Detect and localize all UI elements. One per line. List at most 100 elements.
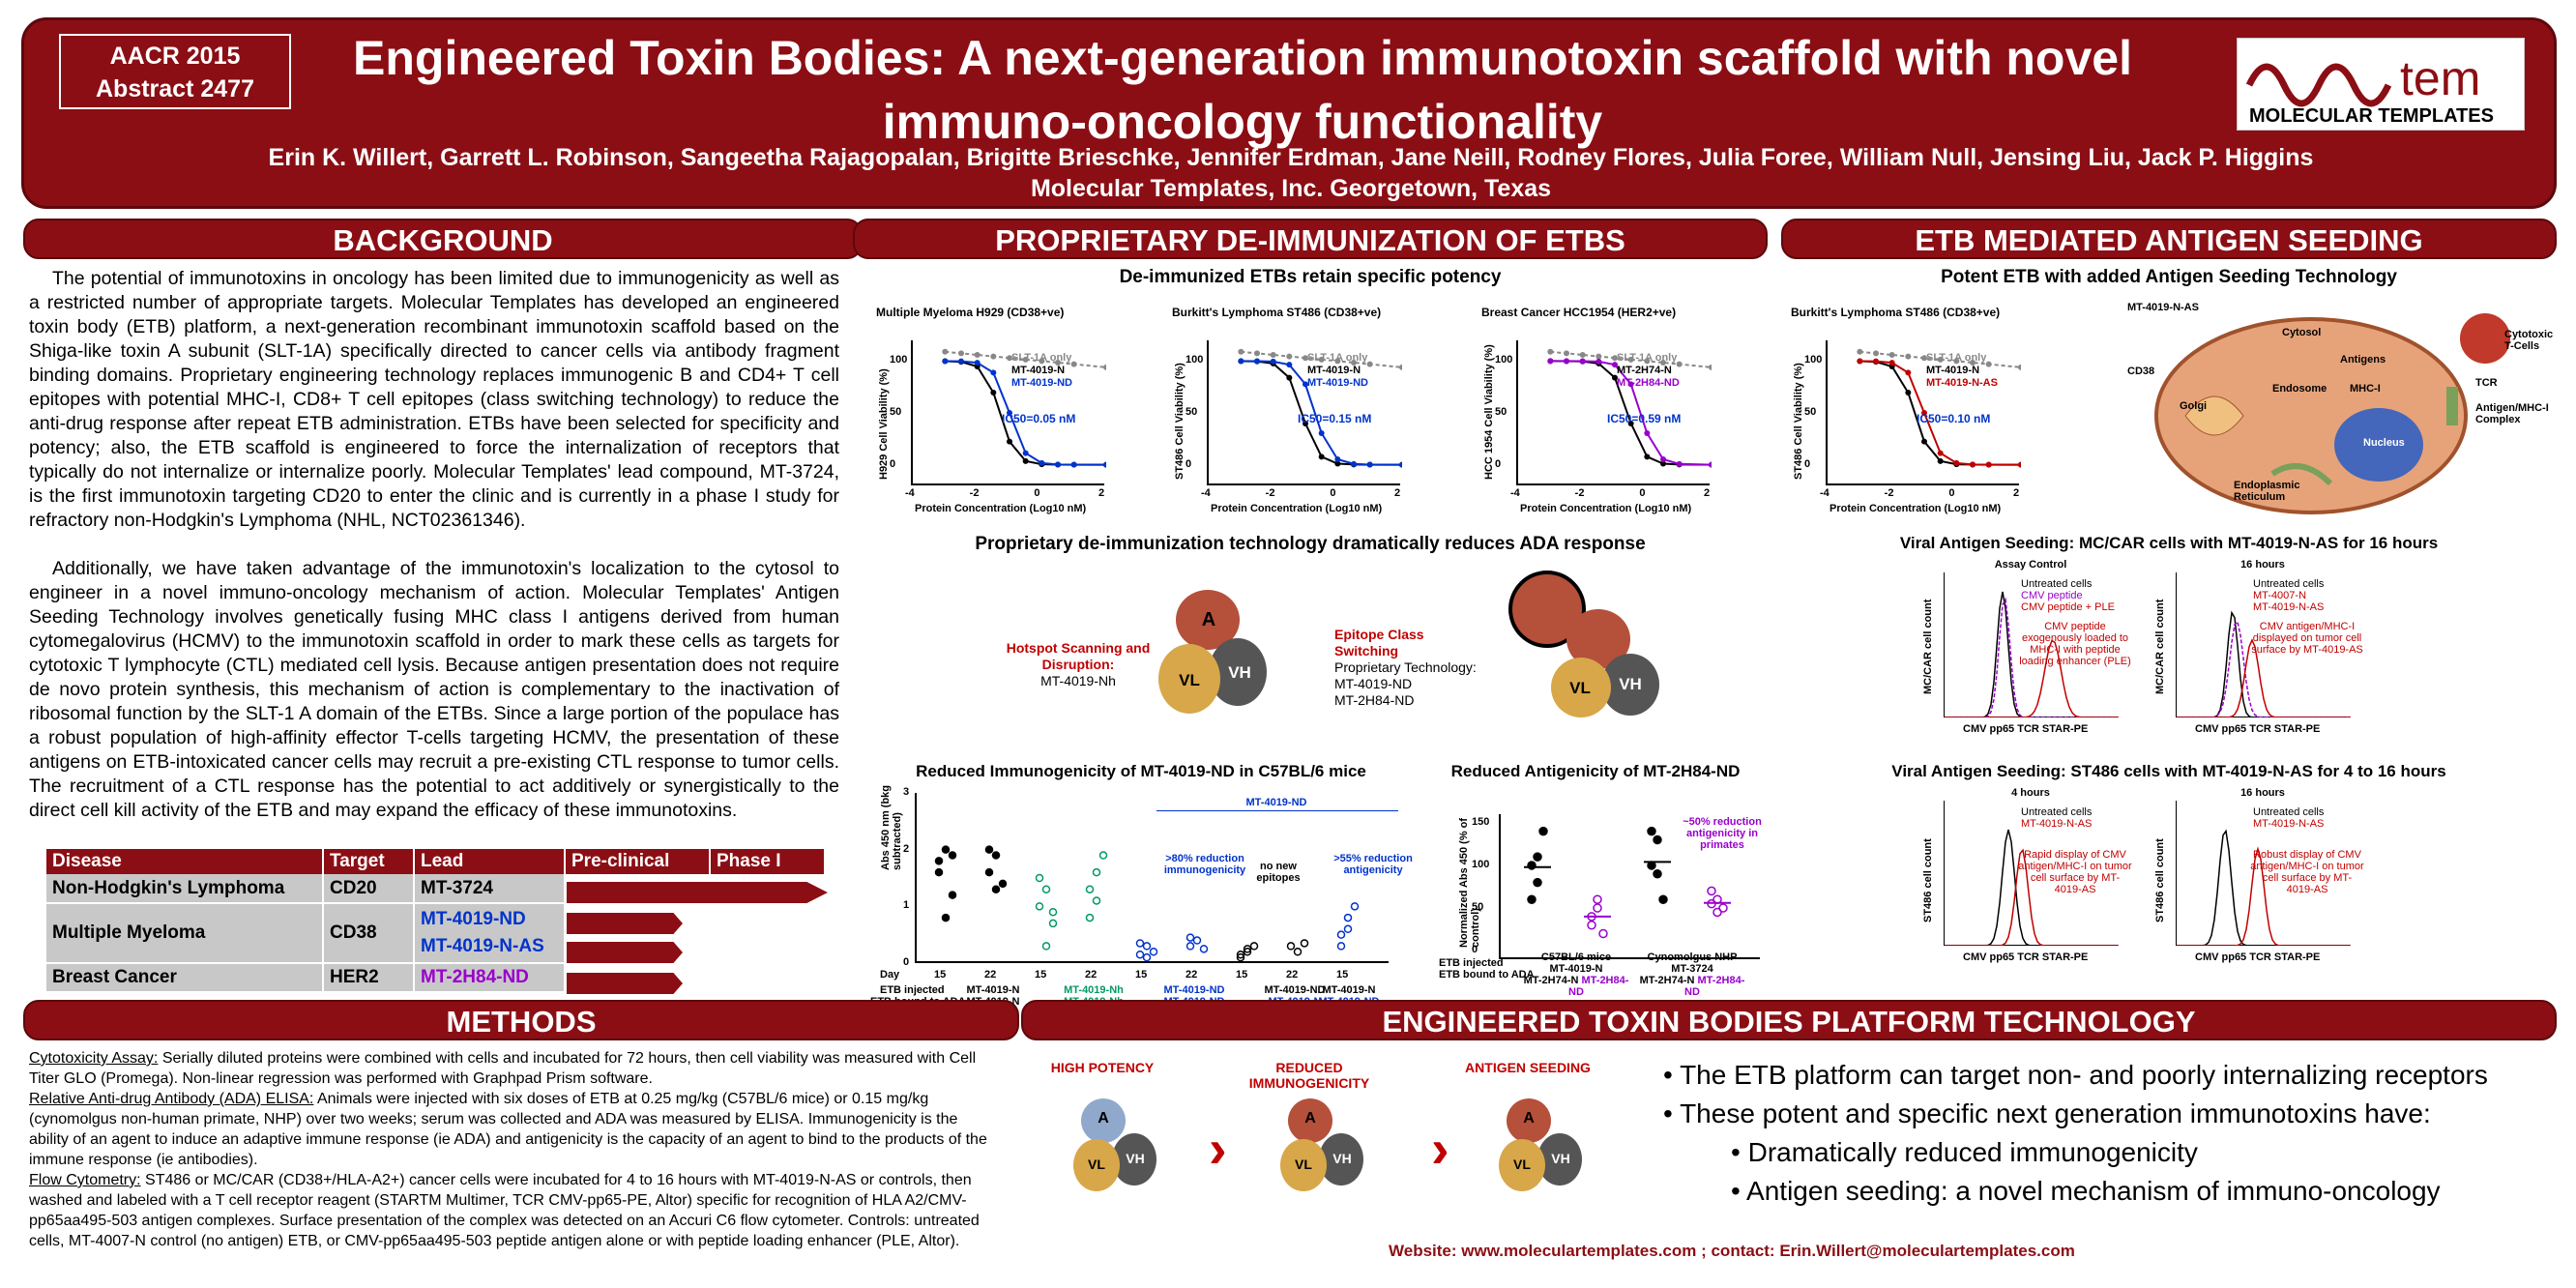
cell-label: MT-4019-N-AS bbox=[2127, 302, 2199, 313]
vh-label: VH bbox=[1228, 663, 1251, 682]
deimm-heading: PROPRIETARY DE-IMMUNIZATION OF ETBS bbox=[853, 219, 1768, 259]
mice-etb-injected: ETB injected bbox=[880, 984, 945, 996]
x-tick: -4 bbox=[905, 487, 915, 499]
ada-point bbox=[1035, 902, 1044, 911]
ada-point bbox=[1048, 907, 1058, 917]
platform-label: ANTIGEN SEEDING bbox=[1465, 1060, 1591, 1075]
nucleus-icon bbox=[2334, 408, 2423, 482]
anti-point bbox=[1593, 894, 1602, 904]
pipeline-target: HER2 bbox=[323, 963, 415, 993]
dose-point bbox=[1399, 461, 1402, 468]
dose-point bbox=[1334, 455, 1341, 462]
ada-point bbox=[1286, 942, 1296, 951]
platform-bullet-3: • Dramatically reduced immunogenicity bbox=[1731, 1137, 2198, 1167]
dose-point bbox=[1660, 460, 1666, 467]
ic50-label: IC50=0.59 nM bbox=[1607, 412, 1682, 425]
pipeline-bar-bc bbox=[567, 973, 683, 994]
vh-domain bbox=[1601, 654, 1659, 716]
a-label: A bbox=[1304, 1110, 1316, 1127]
dose-point bbox=[1857, 348, 1863, 355]
day-tick: 15 bbox=[1135, 969, 1148, 981]
deimm-subtitle-3: Reduced Immunogenicity of MT-4019-ND in … bbox=[916, 762, 1366, 780]
ada-point bbox=[1135, 950, 1145, 959]
ada-point bbox=[1092, 867, 1101, 877]
dose-point bbox=[1254, 350, 1260, 357]
antigenicity-plot bbox=[1499, 814, 1760, 959]
pipeline-header-phase1: Phase I bbox=[710, 849, 826, 874]
pipeline-table: Disease Target Lead Pre-clinical Phase I… bbox=[46, 849, 826, 993]
pipeline-lead-2: MT-4019-N-AS bbox=[421, 936, 544, 956]
hotspot-caption: Hotspot Scanning and Disruption: MT-4019… bbox=[986, 640, 1170, 689]
ada-point bbox=[991, 851, 1001, 860]
flow-title: 16 hours bbox=[2240, 787, 2285, 799]
dose-response-plot bbox=[1826, 340, 2021, 485]
dose-point bbox=[1318, 430, 1325, 437]
x-axis-label: Protein Concentration (Log10 nM) bbox=[1211, 503, 1383, 514]
platform-label: HIGH POTENCY bbox=[1050, 1060, 1155, 1075]
dose-point bbox=[1676, 361, 1683, 367]
anti-group-bound: MT-2H74-N MT-2H84-ND bbox=[1523, 975, 1629, 998]
anti-group-inj: MT-4019-N bbox=[1549, 963, 1603, 975]
x-axis-label: Protein Concentration (Log10 nM) bbox=[915, 503, 1087, 514]
mice-annotation-3: >55% reduction antigenicity bbox=[1333, 853, 1413, 876]
cell-label: Golgi bbox=[2180, 400, 2208, 412]
x-tick: 0 bbox=[1034, 487, 1040, 499]
dose-point bbox=[1270, 352, 1276, 358]
legend-entry: MT-4019-N bbox=[1307, 365, 1361, 376]
ada-point bbox=[984, 845, 994, 854]
cell-label: Nucleus bbox=[2363, 437, 2405, 449]
a-label: A bbox=[1201, 609, 1216, 630]
ada-point bbox=[998, 879, 1008, 889]
methods-flow: Flow Cytometry: ST486 or MC/CAR (CD38+/H… bbox=[29, 1172, 980, 1249]
anti-point bbox=[1658, 894, 1668, 904]
vh-label: VH bbox=[1126, 1151, 1145, 1166]
footer-contact: Website: www.moleculartemplates.com ; co… bbox=[1389, 1242, 2075, 1260]
y-tick: 50 bbox=[890, 406, 902, 418]
dose-point bbox=[1595, 358, 1602, 365]
anti-point bbox=[1718, 903, 1728, 913]
anti-group-species: C57BL/6 mice bbox=[1540, 951, 1612, 963]
deimm-subtitle-4: Reduced Antigenicity of MT-2H84-ND bbox=[1450, 762, 1741, 780]
vl-label: VL bbox=[1569, 679, 1591, 697]
dose-point bbox=[1709, 364, 1712, 370]
ada-point bbox=[1350, 902, 1360, 911]
dose-point bbox=[1644, 454, 1651, 460]
vl-domain bbox=[1499, 1139, 1545, 1191]
authors: Erin K. Willert, Garrett L. Robinson, Sa… bbox=[82, 142, 2500, 204]
pipeline-target: CD20 bbox=[323, 874, 415, 904]
dose-point bbox=[1985, 361, 1992, 367]
flow-title: Assay Control bbox=[1994, 559, 2067, 571]
dose-point bbox=[1873, 358, 1879, 365]
dose-point bbox=[1303, 420, 1308, 426]
ada-point bbox=[948, 851, 957, 860]
anti-group-1: C57BL/6 mice MT-4019-N MT-2H74-N MT-2H84… bbox=[1518, 951, 1634, 998]
dose-point bbox=[1103, 461, 1106, 468]
flow-annotation: CMV peptide exogenously loaded to MHC-I … bbox=[2019, 621, 2131, 667]
pipeline-lead: MT-2H84-ND bbox=[414, 963, 566, 993]
y-tick: 100 bbox=[1186, 354, 1204, 366]
dose-point bbox=[974, 352, 981, 358]
hotspot-title: Hotspot Scanning and Disruption: bbox=[1006, 640, 1151, 672]
y-tick: 50 bbox=[1495, 406, 1508, 418]
dose-point bbox=[1039, 459, 1045, 466]
y-axis-label: H929 Cell Viability (%) bbox=[878, 368, 890, 480]
anti-point bbox=[1527, 861, 1537, 870]
dose-point bbox=[1612, 355, 1618, 362]
flow-ylabel: MC/CAR cell count bbox=[2154, 599, 2166, 694]
dose-point bbox=[1318, 454, 1325, 460]
flow-peak bbox=[1945, 848, 2119, 946]
ada-point bbox=[941, 845, 951, 854]
dose-point bbox=[1888, 352, 1895, 358]
poster-header: AACR 2015 Abstract 2477 Engineered Toxin… bbox=[21, 17, 2557, 209]
y-tick: 0 bbox=[1495, 457, 1502, 470]
x-tick: -4 bbox=[1201, 487, 1211, 499]
legend-entry: MT-2H74-N bbox=[1617, 365, 1672, 376]
ic50-label: IC50=0.10 nM bbox=[1917, 412, 1991, 425]
dose-curve bbox=[1241, 360, 1402, 466]
dose-point bbox=[1873, 350, 1879, 357]
methods-cytotoxicity: Cytotoxicity Assay: Serially diluted pro… bbox=[29, 1050, 977, 1087]
flow-annotation: Rapid display of CMV antigen/MHC-I on tu… bbox=[2018, 849, 2132, 895]
dose-point bbox=[1303, 381, 1308, 388]
etb-molecule-epitope: VH VL bbox=[1508, 571, 1663, 717]
ada-point bbox=[1035, 873, 1044, 883]
